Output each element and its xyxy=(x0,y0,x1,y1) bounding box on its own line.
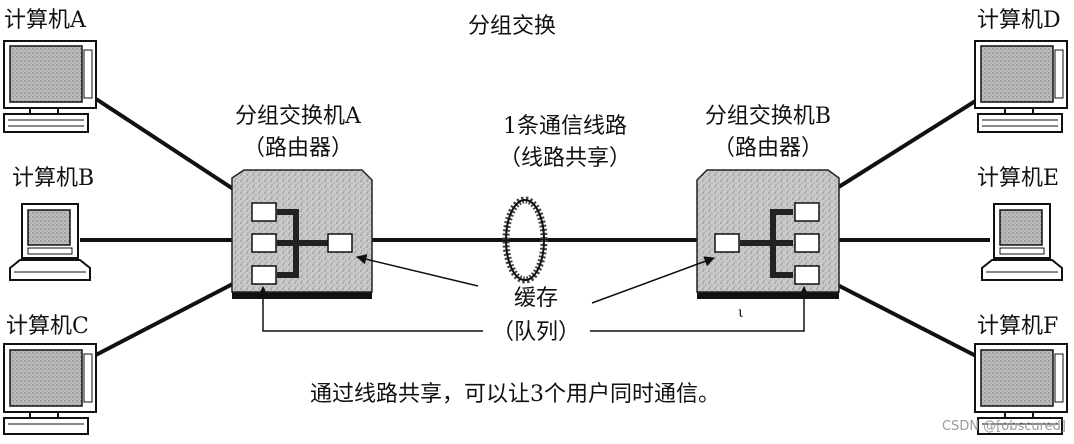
computer-f-icon xyxy=(974,343,1068,435)
link-a xyxy=(88,93,252,202)
diagram-caption: 通过线路共享，可以让3个用户同时通信。 xyxy=(310,382,720,407)
watermark: CSDN @[obscured] xyxy=(941,419,1066,434)
switch-b-port-3 xyxy=(794,265,820,285)
link-c xyxy=(89,273,251,360)
computer-f-label: 计算机F xyxy=(977,314,1059,339)
shared-line-subtitle: （线路共享） xyxy=(498,146,631,171)
computer-a-label: 计算机A xyxy=(4,8,86,33)
buffer-subtitle: （队列） xyxy=(491,320,580,345)
computer-c-label: 计算机C xyxy=(6,314,89,339)
switch-a-port-3 xyxy=(251,265,277,285)
stray-mark: ι xyxy=(738,305,744,321)
diagram-title: 分组交换 xyxy=(468,14,557,39)
switch-a-buffer xyxy=(327,233,353,253)
computer-b-icon xyxy=(9,203,91,281)
link-f xyxy=(817,273,981,360)
switch-b xyxy=(696,169,840,299)
switch-b-buffer xyxy=(714,233,740,253)
switch-a-name: 分组交换机A xyxy=(235,104,361,129)
buffer-pointers xyxy=(257,254,810,332)
shared-line-label: 1条通信线路 xyxy=(503,114,627,139)
switch-b-port-1 xyxy=(794,202,820,222)
switch-a xyxy=(231,169,373,299)
switch-a-port-1 xyxy=(251,202,277,222)
computer-e-label: 计算机E xyxy=(977,166,1060,191)
link-d xyxy=(816,93,987,202)
computer-c-icon xyxy=(3,343,97,435)
switch-a-port-2 xyxy=(251,233,277,253)
computer-e-icon xyxy=(981,203,1063,281)
shared-line-loop xyxy=(502,196,548,284)
computer-d-icon xyxy=(974,40,1068,133)
computer-a-icon xyxy=(3,40,97,133)
buffer-label: 缓存 xyxy=(513,286,558,311)
switch-b-name: 分组交换机B xyxy=(704,104,832,129)
access-links xyxy=(80,93,990,360)
switch-b-port-2 xyxy=(794,233,820,253)
switch-a-subtitle: （路由器） xyxy=(242,136,353,161)
switch-b-subtitle: （路由器） xyxy=(712,136,823,161)
computer-d-label: 计算机D xyxy=(977,8,1061,33)
computer-b-label: 计算机B xyxy=(12,166,95,191)
